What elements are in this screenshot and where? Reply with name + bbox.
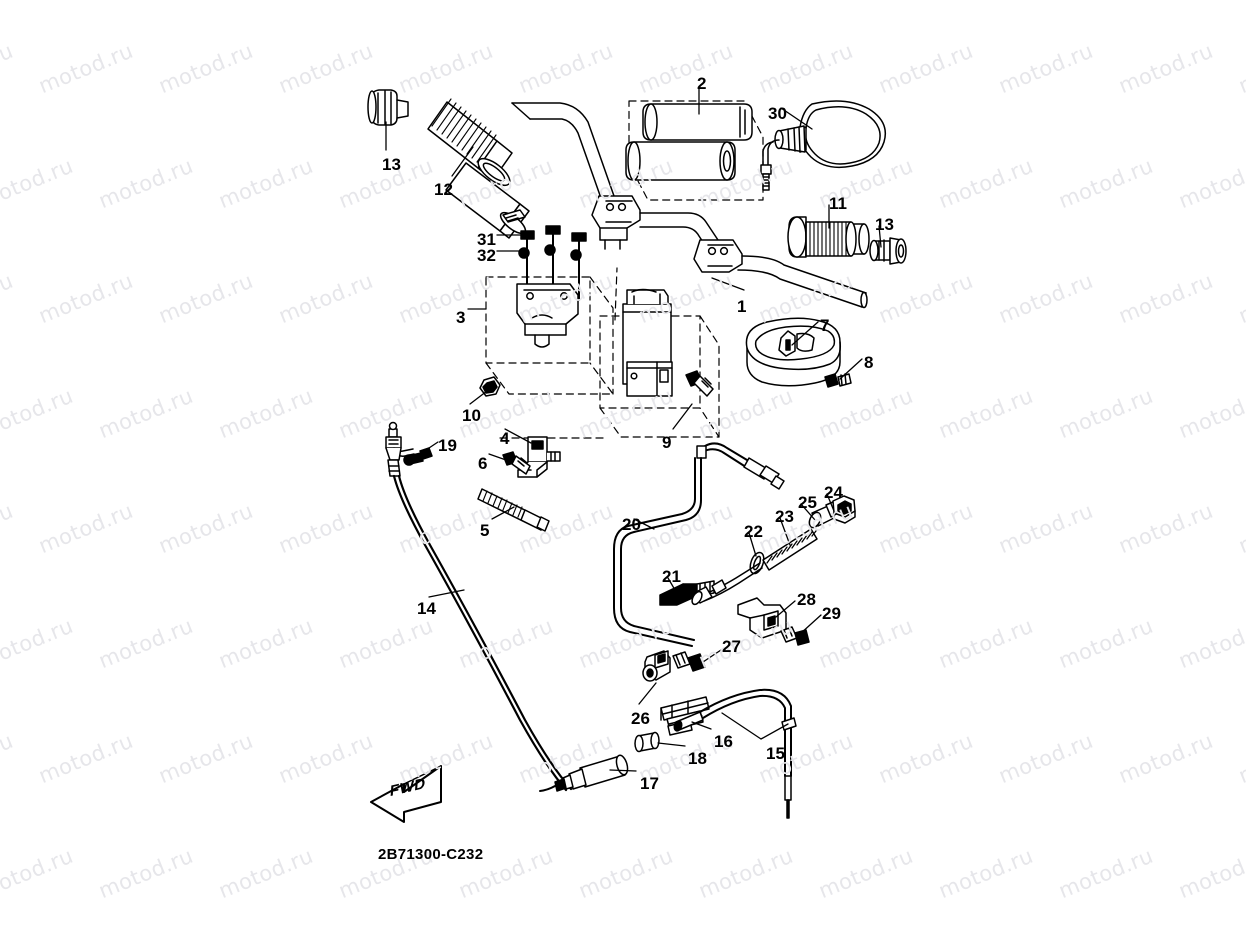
callout-28: 28 (797, 590, 816, 609)
diagram-part-number: 2B71300-C232 (378, 846, 484, 863)
part-20-brake-cable (613, 442, 785, 647)
center-stem-assembly (499, 267, 720, 439)
callout-10: 10 (462, 406, 481, 425)
callout-8: 8 (864, 353, 874, 372)
part-19-screw (403, 447, 433, 466)
callout-12: 12 (434, 180, 453, 199)
part-11-throttle-grip (787, 216, 870, 258)
part-14-throttle-cable (385, 421, 573, 792)
callout-13: 13 (382, 155, 401, 174)
part-10-nut (479, 376, 501, 397)
callout-21: 21 (662, 567, 681, 586)
callout-32: 32 (477, 246, 496, 265)
callout-27: 27 (722, 637, 741, 656)
part-1-handlebar (511, 102, 868, 309)
callout-16: 16 (714, 732, 733, 751)
part-17-boot (539, 754, 629, 792)
callout-23: 23 (775, 507, 794, 526)
callout-24: 24 (824, 483, 843, 502)
part-5-band (477, 488, 550, 532)
callout-4: 4 (500, 429, 510, 448)
part-23-spring (762, 528, 818, 571)
part-29-bolt (780, 626, 810, 646)
callout-22: 22 (744, 522, 763, 541)
part-6-bolt (502, 451, 531, 475)
callout-19: 19 (438, 436, 457, 455)
leader-lines (385, 87, 882, 772)
part-3-upper-holder-assembly (485, 276, 614, 395)
fwd-arrow-icon (370, 765, 442, 823)
callout-3: 3 (456, 308, 466, 327)
part-9-bolt (685, 370, 714, 397)
part-13-left-end-cap (367, 89, 409, 126)
part-8-screw (824, 373, 852, 388)
cable-mid-section (691, 562, 763, 606)
callout-20: 20 (622, 515, 641, 534)
callout-29: 29 (822, 604, 841, 623)
callout-25: 25 (798, 493, 817, 512)
part-24-nut (832, 495, 856, 524)
callout-17: 17 (640, 774, 659, 793)
callout-15: 15 (766, 744, 785, 763)
callout-13: 13 (875, 215, 894, 234)
callout-30: 30 (768, 104, 787, 123)
part-18-cap (634, 731, 660, 753)
part-12-left-grip (427, 98, 530, 239)
part-7-handlebar-cover (745, 317, 842, 387)
part-28-stay (737, 597, 787, 639)
callout-9: 9 (662, 433, 672, 452)
callout-26: 26 (631, 709, 650, 728)
part-13-right-end-cap (869, 237, 907, 265)
part-4-holder (517, 436, 561, 478)
callout-7: 7 (820, 316, 830, 335)
callout-6: 6 (478, 454, 488, 473)
callout-14: 14 (417, 599, 436, 618)
callout-18: 18 (688, 749, 707, 768)
callout-1: 1 (737, 297, 747, 316)
part-2-grip-set (625, 100, 764, 201)
callout-5: 5 (480, 521, 490, 540)
callout-2: 2 (697, 74, 707, 93)
part-30-mirror (760, 100, 887, 191)
part-27-bolt (672, 651, 706, 672)
callout-11: 11 (829, 194, 847, 213)
callout-31: 31 (477, 230, 496, 249)
part-26-lever-bracket (642, 650, 671, 682)
